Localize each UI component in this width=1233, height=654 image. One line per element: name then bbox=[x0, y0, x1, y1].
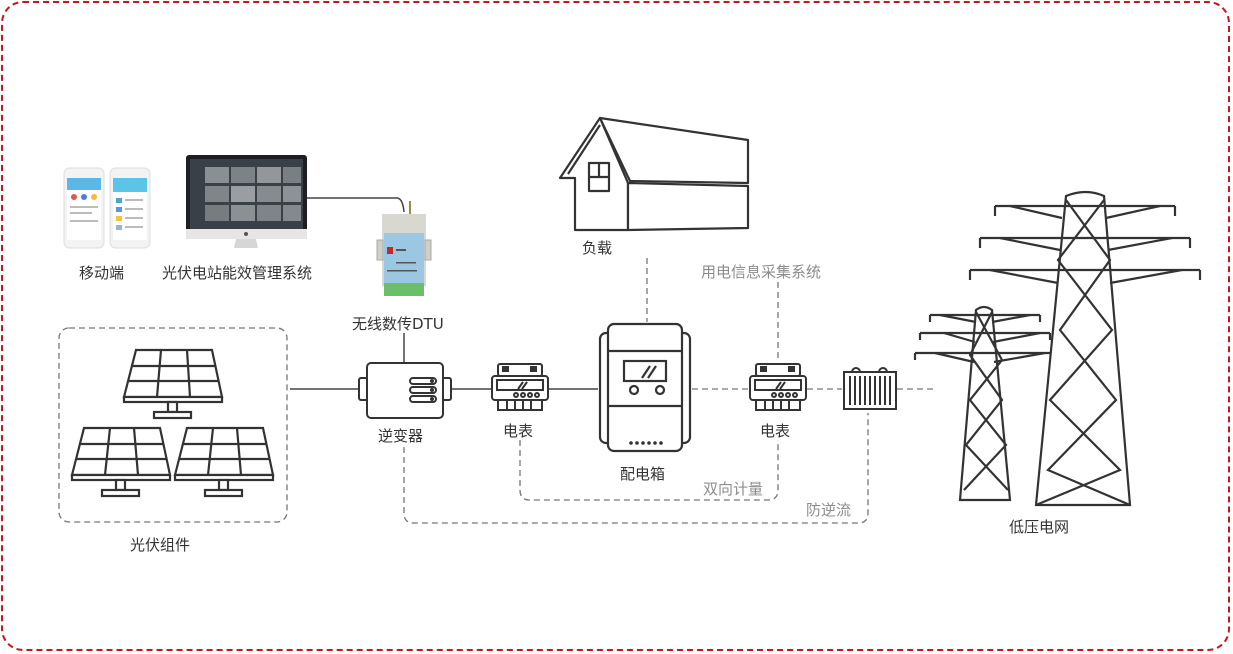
electric-meter-icon-2 bbox=[749, 363, 807, 411]
dtu-device-icon bbox=[376, 201, 432, 296]
distribution-box-icon bbox=[598, 322, 692, 453]
dashed-connections bbox=[58, 258, 935, 524]
solid-connections bbox=[290, 197, 598, 390]
platform-label: 光伏电站能效管理系统 bbox=[162, 264, 313, 282]
transformer-icon bbox=[843, 367, 897, 410]
distribution-box-label: 配电箱 bbox=[620, 465, 666, 483]
monitor-icon bbox=[186, 155, 307, 248]
solar-panel-left bbox=[70, 426, 172, 498]
inverter-icon bbox=[358, 362, 452, 419]
electric-meter-icon-1 bbox=[491, 363, 549, 411]
grid-label: 低压电网 bbox=[1009, 518, 1070, 536]
anti-backflow-loop bbox=[403, 413, 869, 524]
bidirectional-metering-loop bbox=[519, 440, 779, 501]
power-tower-large bbox=[968, 190, 1202, 507]
house-icon bbox=[558, 116, 750, 232]
solar-panel-top bbox=[122, 348, 224, 420]
smartphone-icon bbox=[63, 167, 151, 249]
meter1-label: 电表 bbox=[503, 422, 534, 440]
dtu-label: 无线数传DTU bbox=[352, 315, 444, 333]
solar-panel-icon bbox=[70, 348, 275, 498]
pv-label: 光伏组件 bbox=[130, 536, 191, 554]
inverter-label: 逆变器 bbox=[378, 427, 424, 445]
power-tower-small bbox=[913, 305, 1055, 502]
anti-backflow-label: 防逆流 bbox=[806, 501, 852, 519]
info-collection-label: 用电信息采集系统 bbox=[701, 263, 822, 281]
mobile-label: 移动端 bbox=[79, 264, 125, 282]
load-label: 负载 bbox=[582, 239, 613, 257]
bidirectional-label: 双向计量 bbox=[703, 480, 764, 498]
solar-panel-right bbox=[173, 426, 275, 498]
dtu-antenna-line bbox=[397, 197, 405, 213]
pv-group-border bbox=[58, 327, 288, 523]
meter2-label: 电表 bbox=[760, 422, 791, 440]
power-tower-icon bbox=[913, 190, 1202, 507]
